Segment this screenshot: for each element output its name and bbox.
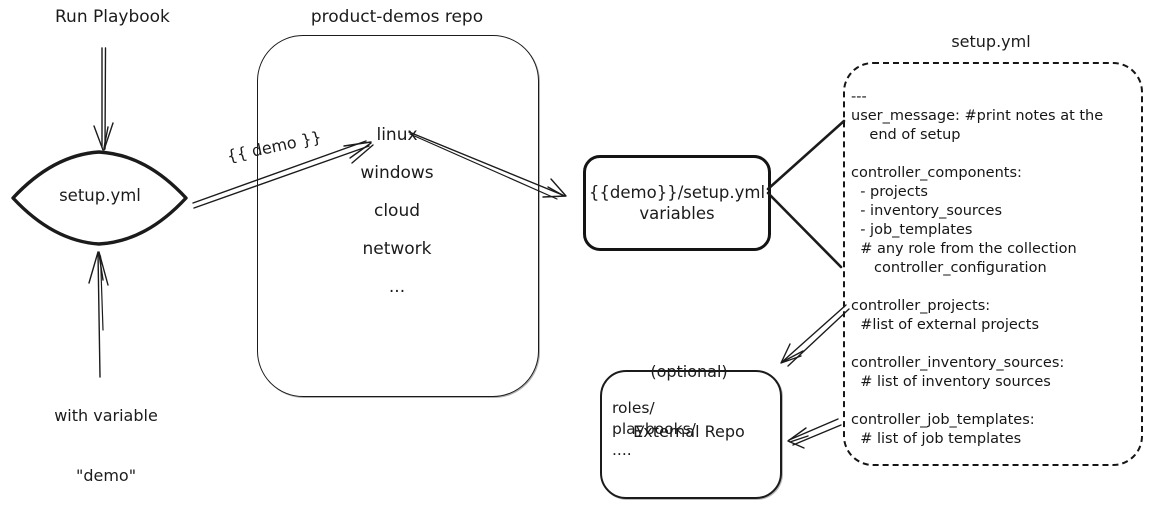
with-variable-line2: "demo" [75,466,137,485]
variables-box-line1: {{demo}}/setup.yml [588,183,766,202]
product-demos-repo-title: product-demos repo [310,7,484,27]
with-variable-label: with variable "demo" [25,366,187,505]
arrow-setupyml-to-external-bottom [787,418,842,449]
external-repo-listing: roles/ playbooks/ .... [612,399,696,459]
variables-box: {{demo}}/setup.yml variables [583,155,771,251]
setup-yml-box-title: setup.yml [951,32,1031,51]
external-repo-title-line2: External Repo [633,422,745,441]
arrow-setupyml-to-external-top [780,304,850,367]
external-repo-title-line1: (optional) [650,362,728,381]
setup-yml-content: --- user_message: #print notes at the en… [851,89,1104,447]
run-playbook-label: Run Playbook [55,7,170,27]
setup-yml-diamond-label: setup.yml [59,186,141,205]
arrow-with-variable [88,251,109,378]
repo-item-cloud: cloud [373,201,421,221]
setup-yml-dashed-box [843,62,1143,466]
product-demos-repo-box [257,35,539,397]
arrow-run-playbook [93,47,114,151]
repo-item-list: linux windows cloud network ... [257,124,537,298]
repo-item-network: network [362,239,432,259]
variables-box-line2: variables [639,204,715,223]
fork-variables-to-setupyml [766,119,846,269]
repo-item-windows: windows [360,163,434,183]
external-repo-title: (optional) External Repo [600,322,778,482]
repo-item-ellipsis: ... [388,277,406,297]
external-repo-box [600,370,782,499]
with-variable-line1: with variable [54,406,158,425]
repo-item-linux: linux [376,125,418,145]
